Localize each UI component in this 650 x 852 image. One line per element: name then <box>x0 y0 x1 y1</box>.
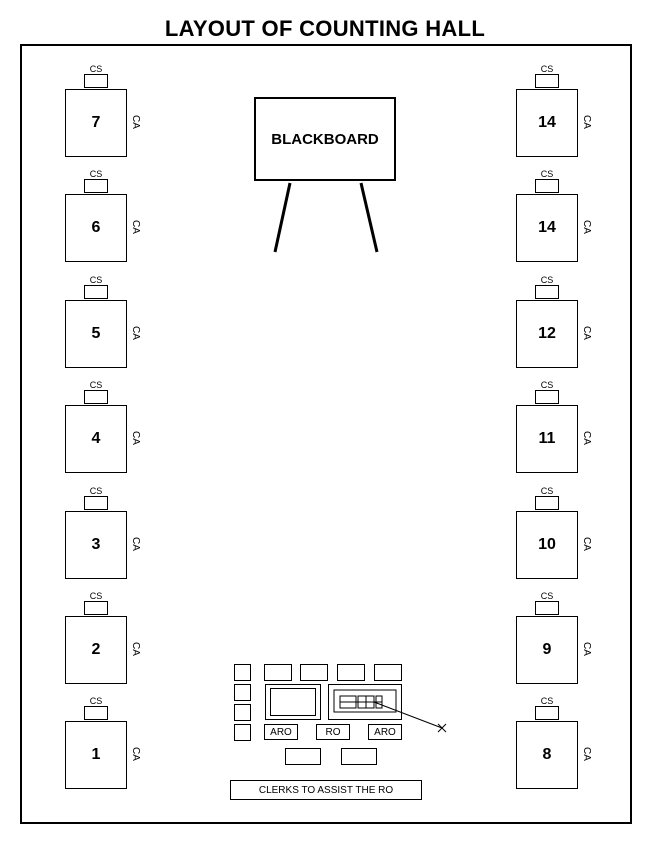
blackboard-leg-left <box>273 182 292 253</box>
blackboard-leg-right <box>359 182 379 253</box>
seat-box <box>285 748 321 765</box>
seat-box <box>234 684 251 701</box>
cs-seat <box>535 74 559 88</box>
cs-seat <box>535 285 559 299</box>
table-number: 11 <box>516 405 578 473</box>
cs-label: CS <box>540 64 554 74</box>
table-number: 3 <box>65 511 127 579</box>
cs-seat <box>84 390 108 404</box>
aro-right-label: ARO <box>368 724 402 740</box>
seat-box <box>264 664 292 681</box>
cs-seat <box>535 706 559 720</box>
table-number: 6 <box>65 194 127 262</box>
table-number: 2 <box>65 616 127 684</box>
seat-box <box>234 724 251 741</box>
cs-label: CS <box>89 275 103 285</box>
cs-label: CS <box>540 275 554 285</box>
table-number: 10 <box>516 511 578 579</box>
cs-label: CS <box>540 169 554 179</box>
cs-label: CS <box>89 64 103 74</box>
cs-label: CS <box>89 486 103 496</box>
seat-box <box>234 664 251 681</box>
table-number: 5 <box>65 300 127 368</box>
table-number: 1 <box>65 721 127 789</box>
seat-box <box>374 664 402 681</box>
pointer-line <box>373 701 443 729</box>
table-number: 12 <box>516 300 578 368</box>
seat-box <box>300 664 328 681</box>
ro-label: RO <box>316 724 350 740</box>
cs-label: CS <box>540 380 554 390</box>
table-number: 9 <box>516 616 578 684</box>
cs-label: CS <box>89 169 103 179</box>
cs-label: CS <box>89 591 103 601</box>
seat-box <box>234 704 251 721</box>
blackboard-label: BLACKBOARD <box>271 130 379 148</box>
cs-seat <box>84 601 108 615</box>
cs-seat <box>84 496 108 510</box>
blackboard: BLACKBOARD <box>254 97 396 181</box>
cs-seat <box>535 496 559 510</box>
cs-label: CS <box>540 486 554 496</box>
cs-seat <box>535 179 559 193</box>
cs-seat <box>535 601 559 615</box>
seat-box <box>341 748 377 765</box>
counting-hall-frame <box>20 44 632 824</box>
table-number: 7 <box>65 89 127 157</box>
cs-label: CS <box>540 696 554 706</box>
cs-label: CS <box>89 380 103 390</box>
cs-label: CS <box>89 696 103 706</box>
table-number: 8 <box>516 721 578 789</box>
seat-box <box>337 664 365 681</box>
cs-seat <box>84 74 108 88</box>
page-title: LAYOUT OF COUNTING HALL <box>164 16 486 41</box>
table-number: 4 <box>65 405 127 473</box>
clerks-label: CLERKS TO ASSIST THE RO <box>230 780 422 800</box>
table-number: 14 <box>516 194 578 262</box>
ro-table-left-inner <box>270 688 316 716</box>
aro-left-label: ARO <box>264 724 298 740</box>
cs-seat <box>535 390 559 404</box>
table-number: 14 <box>516 89 578 157</box>
cs-seat <box>84 179 108 193</box>
cs-seat <box>84 706 108 720</box>
cs-label: CS <box>540 591 554 601</box>
cs-seat <box>84 285 108 299</box>
